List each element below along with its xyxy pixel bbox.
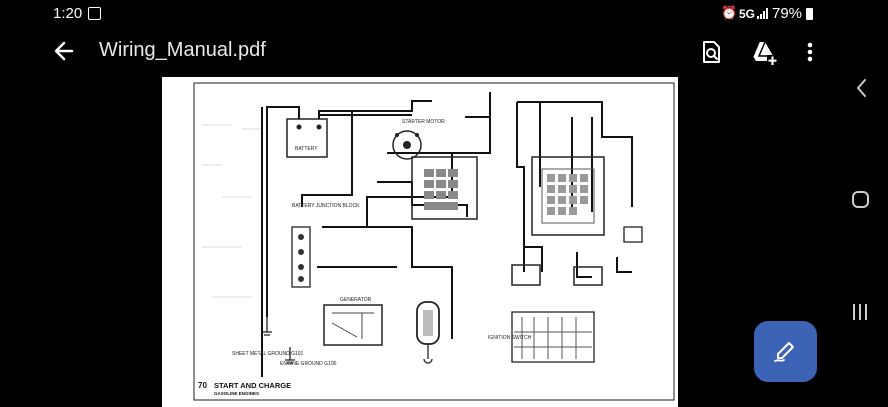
junction-block-label: BATTERY JUNCTION BLOCK	[292, 203, 360, 209]
network-type: 5G	[739, 7, 756, 21]
sheet-metal-ground-label: SHEET METAL GROUND G101	[232, 351, 304, 357]
nav-back-icon[interactable]	[840, 68, 888, 108]
battery-percent: 79%	[772, 5, 803, 22]
starter-motor-label: STARTER MOTOR	[402, 119, 445, 125]
nav-home-icon[interactable]	[840, 180, 888, 220]
signal-icon	[757, 8, 768, 19]
status-bar: 1:20 ⏰ 5G 79%	[0, 0, 840, 28]
wiring-diagram: BATTERY	[193, 82, 675, 401]
app-bar: Wiring_Manual.pdf	[0, 28, 840, 76]
page-subtitle: GASOLINE ENGINES	[214, 391, 259, 396]
edit-pen-icon	[774, 342, 794, 362]
system-navigation	[840, 0, 888, 400]
more-vert-icon[interactable]	[795, 37, 825, 67]
battery-icon	[806, 8, 813, 20]
page-title: START AND CHARGE	[214, 381, 291, 390]
ignition-switch-label: IGNITION SWITCH	[488, 335, 532, 341]
nav-recents-icon[interactable]	[840, 292, 888, 332]
search-document-icon[interactable]	[696, 37, 726, 67]
generator-label: GENERATOR	[340, 297, 372, 303]
drive-add-icon[interactable]	[748, 37, 778, 67]
gallery-notification-icon	[88, 7, 101, 20]
pdf-viewer[interactable]: BATTERY	[0, 76, 840, 407]
battery-label: BATTERY	[295, 146, 318, 152]
pdf-page[interactable]: BATTERY	[162, 77, 678, 407]
back-arrow-icon[interactable]	[50, 36, 80, 66]
annotate-fab[interactable]	[754, 321, 817, 382]
engine-ground-label: ENGINE GROUND G100	[280, 361, 337, 367]
page-number: 70	[198, 381, 207, 390]
status-time: 1:20	[53, 5, 83, 22]
alarm-icon: ⏰	[721, 5, 738, 20]
document-title: Wiring_Manual.pdf	[99, 39, 266, 61]
